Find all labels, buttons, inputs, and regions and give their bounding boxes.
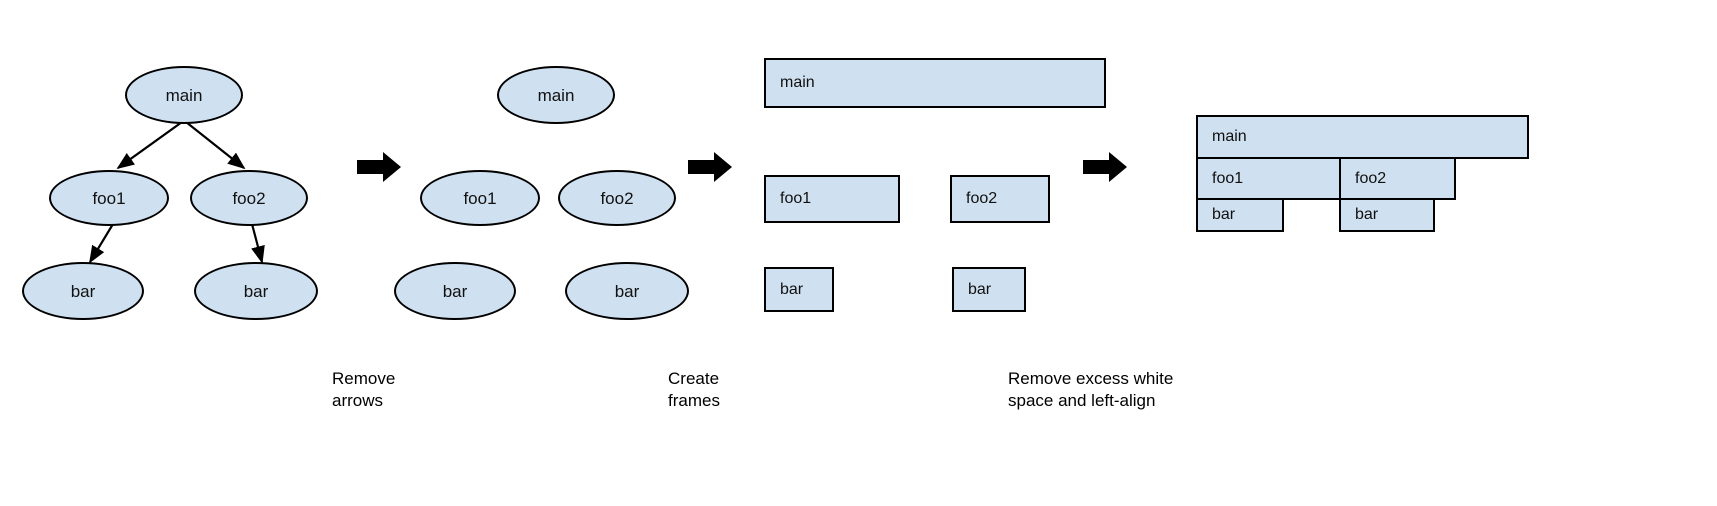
- node-label: bar: [614, 281, 640, 301]
- frame-foo2[interactable]: foo2: [950, 175, 1050, 223]
- node-bar-2[interactable]: bar: [565, 262, 689, 320]
- edge-foo1-bar1: [89, 223, 114, 264]
- frame-label: foo2: [966, 190, 998, 207]
- node-label: foo1: [92, 188, 126, 208]
- node-foo2[interactable]: foo2: [558, 170, 676, 226]
- caption-create-frames: Create frames: [668, 369, 720, 410]
- frame-label: bar: [780, 280, 804, 298]
- caption-remove-white-space: Remove excess white space and left-align: [1008, 369, 1174, 410]
- node-bar-1[interactable]: bar: [22, 262, 144, 320]
- step-arrow-1: [357, 150, 401, 184]
- edge-main-foo1: [116, 121, 183, 170]
- node-main[interactable]: main: [125, 66, 243, 124]
- node-foo1[interactable]: foo1: [49, 170, 169, 226]
- frame-bar-2[interactable]: bar: [952, 267, 1026, 312]
- node-label: bar: [70, 281, 96, 301]
- caption-remove-arrows: Remove arrows: [332, 369, 396, 410]
- node-foo1[interactable]: foo1: [420, 170, 540, 226]
- compact-foo1[interactable]: foo1: [1196, 157, 1341, 200]
- frame-label: foo2: [1355, 169, 1387, 187]
- frame-foo1[interactable]: foo1: [764, 175, 900, 223]
- node-label: foo1: [463, 188, 497, 208]
- compact-bar-1[interactable]: bar: [1196, 198, 1284, 232]
- right-block-arrow-icon: [357, 152, 401, 182]
- frame-label: bar: [968, 280, 992, 298]
- frame-main[interactable]: main: [764, 58, 1106, 108]
- compact-main[interactable]: main: [1196, 115, 1529, 159]
- node-label: bar: [243, 281, 269, 301]
- node-label: main: [165, 85, 203, 105]
- node-label: foo2: [232, 188, 266, 208]
- compact-bar-2[interactable]: bar: [1339, 198, 1435, 232]
- node-label: foo2: [600, 188, 634, 208]
- right-block-arrow-icon: [1083, 152, 1127, 182]
- right-block-arrow-icon: [688, 152, 732, 182]
- frame-label: bar: [1355, 206, 1379, 223]
- step-arrow-3: [1083, 150, 1127, 184]
- node-label: main: [537, 85, 575, 105]
- edge-main-foo2: [185, 121, 246, 170]
- node-bar-2[interactable]: bar: [194, 262, 318, 320]
- compact-foo2[interactable]: foo2: [1339, 157, 1456, 200]
- frame-label: main: [780, 74, 815, 91]
- frame-bar-1[interactable]: bar: [764, 267, 834, 312]
- frame-label: bar: [1212, 206, 1236, 223]
- node-foo2[interactable]: foo2: [190, 170, 308, 226]
- frame-label: foo1: [780, 190, 812, 207]
- edge-foo2-bar2: [250, 223, 265, 264]
- frame-label: main: [1212, 128, 1247, 145]
- step-arrow-2: [688, 150, 732, 184]
- node-bar-1[interactable]: bar: [394, 262, 516, 320]
- node-label: bar: [442, 281, 468, 301]
- frame-label: foo1: [1212, 169, 1244, 187]
- node-main[interactable]: main: [497, 66, 615, 124]
